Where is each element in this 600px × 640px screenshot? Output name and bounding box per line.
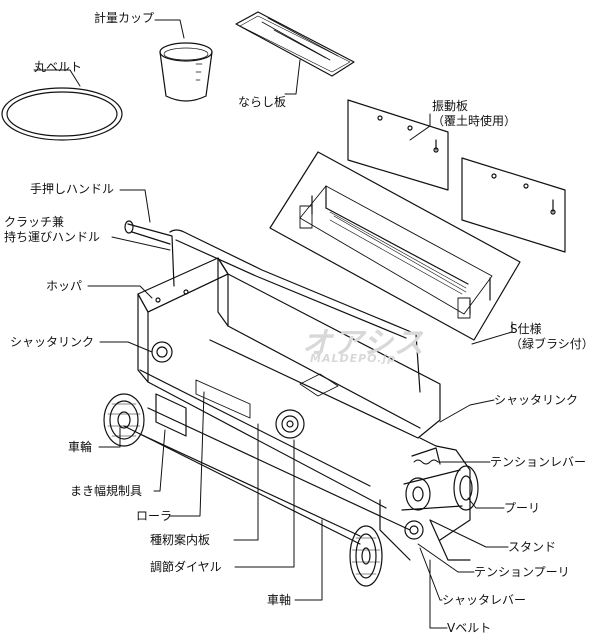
- label-shutter-link-right: シャッタリンク: [494, 393, 579, 407]
- label-clutch-carry-handle: クラッチ兼 持ち運びハンドル: [4, 215, 101, 244]
- label-shutter-link-left: シャッタリンク: [10, 335, 95, 349]
- label-shutter-lever: シャッタレバー: [442, 593, 527, 607]
- label-measuring-cup: 計量カップ: [94, 11, 155, 25]
- label-spread-width-limiter: まき幅規制具: [70, 484, 143, 498]
- label-axle: 車軸: [267, 593, 292, 607]
- label-round-belt: 丸ベルト: [34, 60, 83, 74]
- label-tension-pulley: テンションプーリ: [474, 565, 570, 579]
- label-seed-guide-plate: 種籾案内板: [150, 533, 211, 547]
- round-belt-drawing: [1, 87, 123, 141]
- vibration-plates-drawing: [347, 99, 566, 253]
- seeder-body-drawing: [103, 220, 479, 587]
- s-spec-brush-drawing: [269, 151, 521, 341]
- watermark-site: MALDEPO.jp: [310, 352, 397, 365]
- label-leveling-plate: ならし板: [238, 95, 287, 109]
- label-s-spec: S仕様 （緑ブラシ付）: [510, 322, 594, 351]
- label-adjust-dial: 調節ダイヤル: [150, 560, 222, 574]
- watermark-logo: オアシス: [302, 326, 425, 361]
- label-v-belt: Vベルト: [447, 621, 492, 635]
- label-vibration-plate: 振動板 （覆土時使用）: [432, 99, 517, 128]
- label-pulley: プーリ: [504, 501, 541, 515]
- label-tension-lever: テンションレバー: [490, 455, 587, 469]
- label-push-handle: 手押しハンドル: [30, 182, 115, 196]
- label-roller: ローラ: [136, 509, 173, 523]
- label-hopper: ホッパ: [46, 279, 83, 293]
- label-stand: スタンド: [508, 540, 557, 554]
- leveling-plate-drawing: [235, 11, 355, 77]
- label-wheel: 車輪: [68, 440, 93, 454]
- measuring-cup-drawing: [159, 42, 213, 102]
